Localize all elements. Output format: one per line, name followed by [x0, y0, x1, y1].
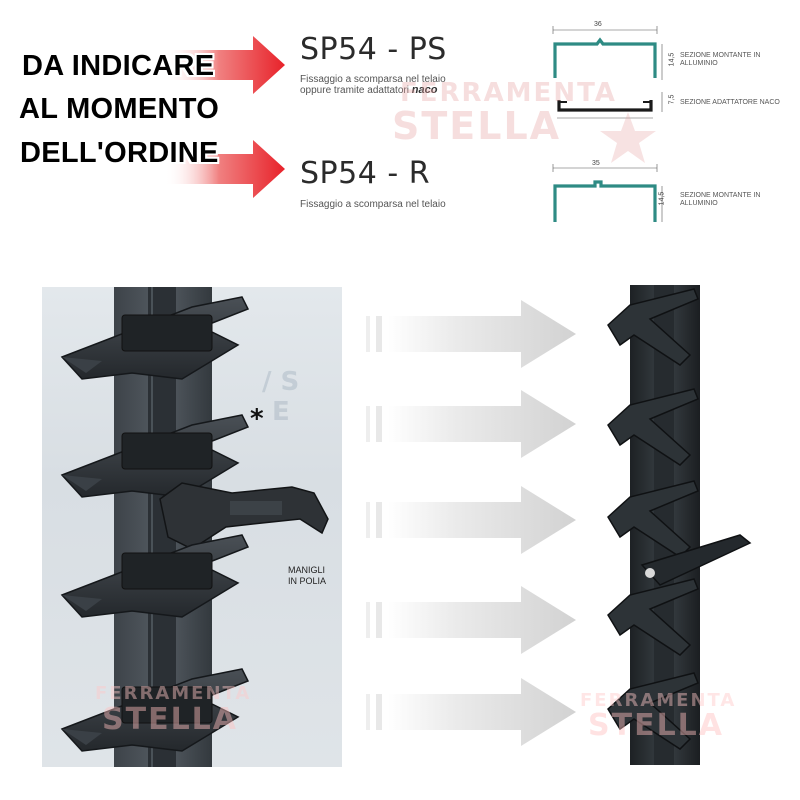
- label-adapter-ps: SEZIONE ADATTATORE NACO: [680, 99, 780, 106]
- order-notice-line-1: DA INDICARE: [22, 50, 215, 82]
- photo-background-text: E: [272, 397, 290, 427]
- model-desc-line: oppure tramite adattatori naco: [300, 84, 438, 97]
- grey-arrows: [366, 300, 576, 746]
- product-render-right: [607, 285, 752, 765]
- grey-arrow-icon: [366, 390, 576, 458]
- profile-section-r: [552, 164, 663, 222]
- handle-caption-line: MANIGLI: [288, 565, 326, 575]
- asterisk-marker: *: [250, 404, 264, 434]
- profile-section-ps: [552, 26, 663, 119]
- grey-arrow-icon: [366, 486, 576, 554]
- handle-caption-line: IN POLIA: [288, 576, 327, 586]
- red-arrow-top: [165, 36, 285, 94]
- slat-clip: [60, 534, 250, 618]
- grey-arrow-icon: [366, 586, 576, 654]
- order-notice-line-3: DELL'ORDINE: [20, 137, 219, 169]
- dim-height-r: 14,5: [658, 191, 666, 206]
- naco-brand: naco: [411, 84, 438, 96]
- label-profile-ps: SEZIONE MONTANTE IN ALLUMINIO: [680, 52, 761, 67]
- dim-width-r: 35: [592, 160, 600, 167]
- model-desc-sp54-r: Fissaggio a scomparsa nel telaio: [300, 199, 446, 210]
- order-notice-line-2: AL MOMENTO: [19, 93, 220, 125]
- slat-clip: [60, 296, 250, 380]
- model-code-sp54-ps: SP54 - PS: [300, 32, 447, 67]
- product-photo-left: / S E: [42, 287, 342, 767]
- label-profile-r: SEZIONE MONTANTE IN ALLUMINIO: [680, 192, 761, 207]
- slat-clip: [60, 668, 250, 752]
- handle-caption: MANIGLI IN POLIA: [288, 565, 326, 587]
- dim-adapter-ps: 7,5: [668, 94, 676, 105]
- watermark-star-icon: [600, 112, 656, 163]
- slat-clips-illustration: [60, 287, 329, 767]
- photo-background-text: / S: [262, 367, 300, 397]
- dim-height-ps: 14,5: [668, 52, 676, 67]
- grey-arrow-icon: [366, 678, 576, 746]
- model-desc-line: Fissaggio a scomparsa nel telaio: [300, 74, 446, 85]
- grey-arrow-icon: [366, 300, 576, 368]
- watermark-top-line-2: STELLA: [392, 104, 562, 148]
- dim-width-ps: 36: [594, 21, 602, 28]
- model-code-sp54-r: SP54 - R: [300, 156, 431, 191]
- model-desc-sp54-ps: Fissaggio a scomparsa nel telaio oppure …: [300, 74, 446, 96]
- red-arrow-bottom: [165, 140, 285, 198]
- slat-clip: [60, 414, 250, 498]
